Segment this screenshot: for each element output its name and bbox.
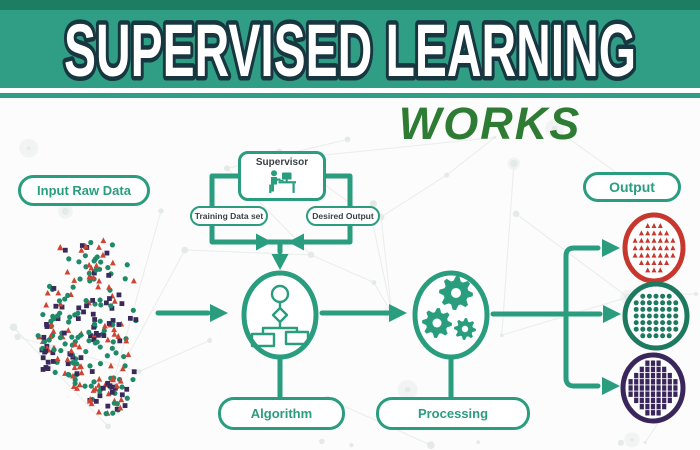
algorithm-circle (241, 270, 319, 360)
gears-icon (422, 276, 476, 340)
title-container: SUPERVISED LEARNING (60, 6, 640, 97)
banner-teal-stripe (0, 93, 700, 98)
supervisor-text: Supervisor (255, 157, 309, 168)
supervisor-at-computer-icon (269, 170, 296, 193)
label-processing: Processing (376, 397, 530, 430)
label-training-data-set: Training Data set (190, 206, 268, 226)
label-algorithm: Algorithm (218, 397, 345, 430)
output-circle-class-dots (622, 281, 690, 351)
processing-text: Processing (417, 406, 489, 421)
input-raw-data-text: Input Raw Data (37, 183, 131, 198)
training-data-set-text: Training Data set (194, 211, 264, 221)
subtitle-works: WORKS (398, 98, 582, 149)
header-banner: SUPERVISED LEARNING (0, 0, 700, 98)
label-input-raw-data: Input Raw Data (18, 175, 150, 206)
output-text: Output (609, 179, 655, 195)
label-output: Output (583, 172, 681, 202)
label-supervisor: Supervisor (238, 151, 326, 201)
output-circle-class-squares (620, 352, 686, 424)
banner-white-stripe (0, 88, 700, 93)
page-title: SUPERVISED LEARNING (64, 10, 636, 93)
banner-top-strip (0, 0, 700, 10)
algorithm-text: Algorithm (250, 406, 313, 421)
flowchart-icon (250, 284, 310, 348)
output-circle-class-triangles (622, 212, 686, 284)
label-desired-output: Desired Output (306, 206, 380, 226)
connector-arrows (155, 173, 621, 400)
scatter-cluster (35, 237, 139, 417)
desired-output-text: Desired Output (312, 211, 374, 221)
